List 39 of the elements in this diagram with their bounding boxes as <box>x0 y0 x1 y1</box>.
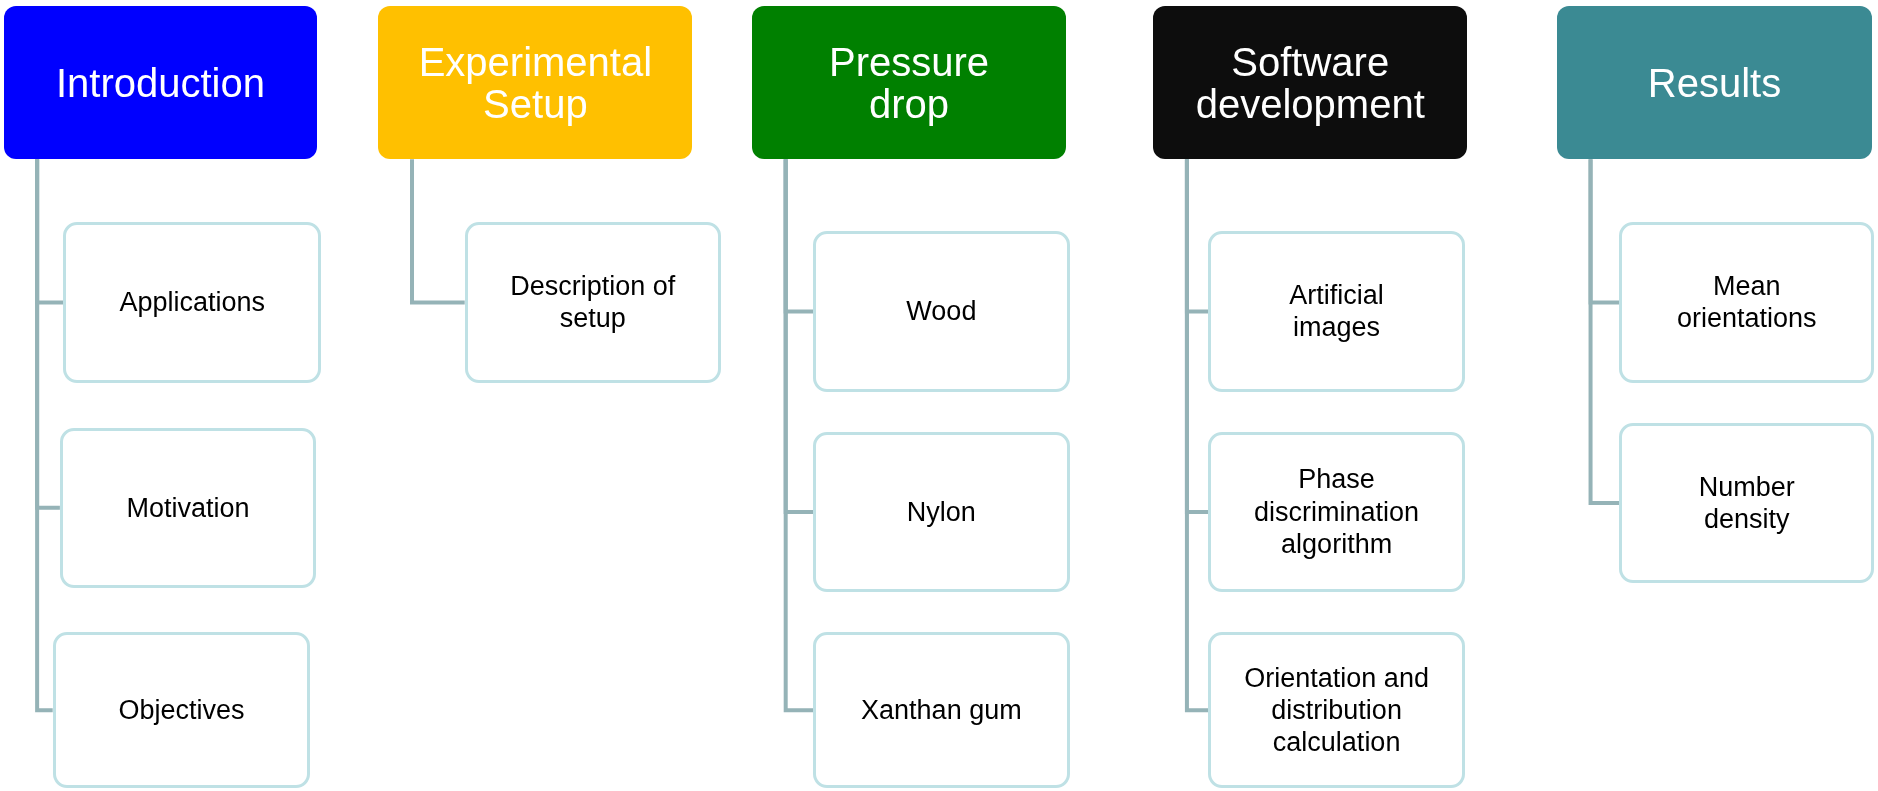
topic-label: Artificial images <box>1288 279 1385 344</box>
topic-box <box>813 432 1070 592</box>
topic-box <box>1208 432 1465 592</box>
topic-box <box>464 221 721 384</box>
section-header-box <box>378 6 693 160</box>
topic-label: Applications <box>119 286 265 319</box>
topic-label: Wood <box>906 295 977 328</box>
section-title: Results <box>1647 61 1782 104</box>
connector-line <box>1184 159 1209 713</box>
topic-label: Phase discrimination algorithm <box>1253 463 1421 561</box>
topic-label: Number density <box>1697 470 1796 536</box>
topic-box <box>813 632 1070 789</box>
section-header-box <box>1153 6 1468 160</box>
topic-box <box>59 427 317 589</box>
connector-line <box>1588 159 1620 506</box>
section-title: Software development <box>1194 40 1426 125</box>
section-header-box <box>3 6 318 160</box>
topic-box <box>813 231 1070 392</box>
topic-box <box>1619 422 1875 584</box>
topic-box <box>1208 231 1465 392</box>
topic-label: Mean orientations <box>1676 270 1818 335</box>
section-header-box <box>752 6 1066 160</box>
section-title: Introduction <box>55 61 265 104</box>
topic-box <box>63 221 321 384</box>
connector-line <box>783 159 814 713</box>
topic-label: Xanthan gum <box>861 694 1022 727</box>
topic-box <box>52 632 311 789</box>
connector-line <box>35 159 53 713</box>
topic-label: Motivation <box>126 491 250 524</box>
topic-label: Orientation and distribution calculation <box>1243 661 1430 759</box>
topic-label: Nylon <box>906 495 976 529</box>
topic-label: Description of setup <box>509 270 677 335</box>
topic-label: Objectives <box>118 694 245 727</box>
connector-line <box>410 159 465 305</box>
topic-box <box>1208 632 1465 789</box>
section-title: Experimental Setup <box>417 40 654 125</box>
section-header-box <box>1557 6 1872 160</box>
section-title: Pressure drop <box>828 40 991 125</box>
topic-box <box>1619 221 1875 384</box>
